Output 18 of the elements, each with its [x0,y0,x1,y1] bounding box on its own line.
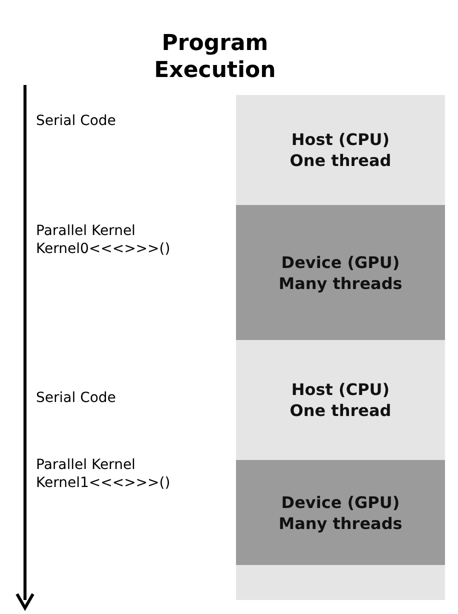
band-text: Many threads [278,272,402,294]
band-text: Host (CPU) [291,379,390,400]
side-label: Serial Code [36,389,117,407]
band-text: Device (GPU) [281,252,400,272]
side-label: Serial Code [36,112,117,130]
side-label: Parallel Kernel Kernel1<<<>>>() [36,456,172,492]
band-text: Host (CPU) [291,129,390,150]
band-text: Many threads [278,512,402,534]
execution-band [236,460,445,565]
execution-band [236,340,445,460]
band-text: Device (GPU) [281,492,400,512]
side-label: Parallel Kernel Kernel0<<<>>>() [36,222,172,258]
empty-band [236,565,445,600]
execution-band [236,205,445,340]
band-text: One thread [290,400,392,421]
diagram-title: Program Execution [153,30,277,84]
execution-band [236,95,445,205]
band-text: One thread [290,150,392,171]
